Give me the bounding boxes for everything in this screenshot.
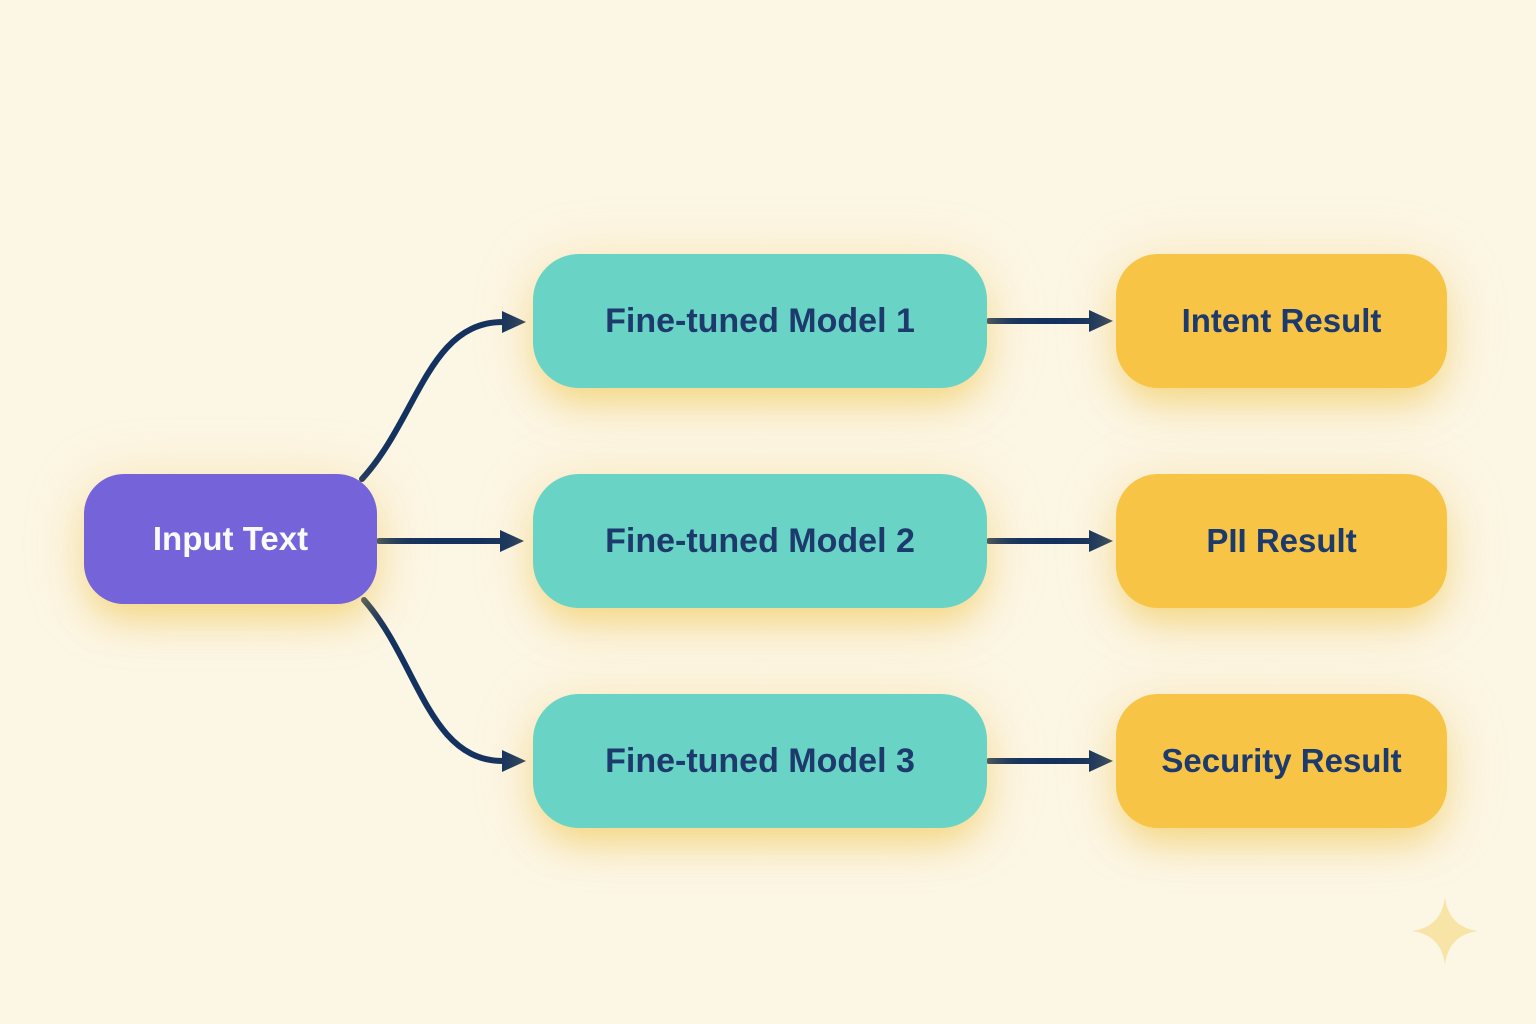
fine-tuned-model-1-label: Fine-tuned Model 1 <box>605 301 915 340</box>
pii-result-label: PII Result <box>1206 522 1357 559</box>
security-result-label: Security Result <box>1161 742 1402 779</box>
edge-input-to-model-3 <box>361 597 526 772</box>
pii-result-node: PII Result <box>1116 474 1447 608</box>
fine-tuned-model-1-node: Fine-tuned Model 1 <box>533 254 987 388</box>
input-text-node: Input Text <box>84 474 377 604</box>
fine-tuned-model-3-node: Fine-tuned Model 3 <box>533 694 987 828</box>
fine-tuned-model-2-node: Fine-tuned Model 2 <box>533 474 987 608</box>
fine-tuned-model-2-label: Fine-tuned Model 2 <box>605 521 915 560</box>
fine-tuned-model-3-label: Fine-tuned Model 3 <box>605 741 915 780</box>
input-text-label: Input Text <box>152 520 309 557</box>
edge-input-to-model-1 <box>359 311 526 482</box>
intent-result-node: Intent Result <box>1116 254 1447 388</box>
intent-result-label: Intent Result <box>1181 302 1382 339</box>
sparkle-icon <box>1412 897 1478 965</box>
security-result-node: Security Result <box>1116 694 1447 828</box>
